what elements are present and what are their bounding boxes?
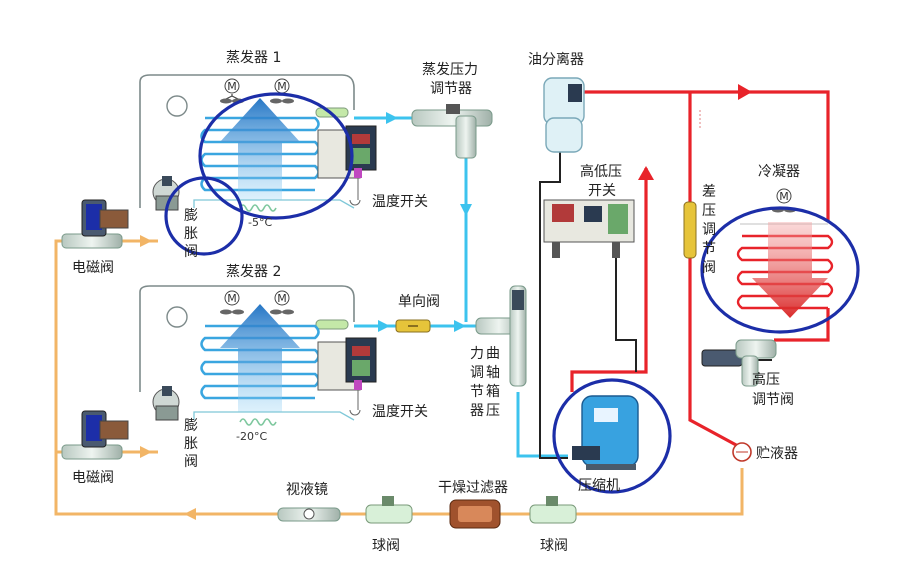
discharge-flow-arrows [638,84,752,180]
label-char: 器 [470,403,484,419]
differential-pressure-valve [683,201,697,259]
suction-flow-arrows [378,112,472,332]
fan-motor-letter: M [277,80,287,93]
heater-coil-1 [239,204,277,212]
receiver [732,442,752,462]
expansion-valve-2-label: 膨 胀 阀 [184,417,198,470]
condenser-label: 冷凝器 [758,164,800,180]
fan-motor-letter: M [227,80,237,93]
compressor [572,395,639,470]
highlight-condenser [700,206,860,334]
fan-icon [270,290,294,315]
label-char: 节 [702,241,716,257]
crankcase-regulator-label: 力 调 节 器 曲 轴 箱 压 [470,346,500,419]
evap-pressure-regulator [411,104,493,159]
high-pressure-regulating-valve [701,339,777,387]
label-char: 阀 [702,260,716,276]
sight-glass [277,507,341,522]
evaporator-2-housing [139,285,355,392]
label-char: 膨 [184,417,198,434]
label-char: 差 [702,184,716,200]
evaporator-1-airflow-arrow [220,98,300,200]
label-char: 曲 [486,346,500,362]
temp-minus20-label: -20°C [236,430,267,443]
temp-switch-2-label: 温度开关 [372,404,428,420]
evaporator-2-fans [220,290,294,315]
check-valve [395,319,431,333]
dryer-filter [449,499,501,529]
check-valve-label: 单向阀 [398,294,440,310]
expansion-valve-1-label: 膨 胀 阀 [184,207,198,260]
temp-switch-1-label: 温度开关 [372,194,428,210]
evaporator-1-label: 蒸发器 1 [226,50,281,66]
ball-valve-1-label: 球阀 [372,538,400,554]
evaporator-2-airflow-arrow [220,304,300,412]
label-char: 胀 [184,436,198,452]
hl-pressure-switch-label-l1: 高低压 [580,163,622,180]
evap-pressure-regulator-label-l1: 蒸发压力 [422,62,478,78]
temp-minus5-label: -5°C [248,216,272,229]
receiver-label: 贮液器 [756,446,798,462]
solenoid-valve-1-label: 电磁阀 [72,260,114,276]
highlight-evaporator-1 [198,92,354,220]
hl-pressure-switch-label-l2: 开关 [588,183,616,199]
ball-valve-1 [365,496,413,524]
expansion-valve-1 [152,176,180,211]
heater-coil-2 [239,418,277,426]
label-char: 轴 [486,365,500,381]
evap-pressure-regulator-label-l2: 调节器 [430,81,472,97]
highlight-compressor [552,378,672,494]
high-low-pressure-switch [543,199,635,258]
label-char: 阀 [184,454,198,470]
condenser: M [736,188,834,318]
label-char: 力 [470,346,484,362]
dryer-filter-label: 干燥过滤器 [438,480,508,496]
fan-icon [270,78,294,104]
fan-motor-letter: M [227,292,237,305]
ball-valve-2 [529,496,577,524]
expansion-valve-2 [152,386,180,421]
evaporator-2-label: 蒸发器 2 [226,264,281,280]
label-char: 压 [486,403,500,419]
diff-pressure-valve-label: 差 压 调 节 阀 [702,184,716,276]
fan-icon [220,290,244,315]
condenser-airflow-arrow [752,222,828,318]
high-pressure-regulator-label-l1: 高压 [752,371,780,388]
ball-valve-2-label: 球阀 [540,538,568,554]
label-char: 压 [702,203,716,219]
label-char: 阀 [184,244,198,260]
liquid-line [54,239,744,516]
compressor-label: 压缩机 [578,478,620,494]
label-char: 调 [702,222,716,238]
liquid-flow-arrows [140,235,196,520]
solenoid-valve-2-label: 电磁阀 [72,470,114,486]
label-char: 节 [470,384,484,400]
fan-motor-letter: M [779,190,789,203]
oil-separator [543,77,585,153]
temperature-switch-2 [317,337,377,416]
fan-motor-letter: M [277,292,287,305]
high-pressure-regulator-label-l2: 调节阀 [752,392,794,408]
highlight-expansion-valve [164,176,244,256]
label-char: 调 [470,365,484,381]
sight-glass-label: 视液镜 [286,482,328,498]
highlight-circles [164,92,860,494]
label-char: 膨 [184,207,198,224]
label-char: 箱 [486,384,500,400]
solenoid-valve-2 [61,410,129,460]
label-char: 胀 [184,226,198,242]
oil-separator-label: 油分离器 [528,51,584,68]
temperature-switch-1 [317,125,377,206]
oil-return-line [539,152,772,459]
solenoid-valve-1 [61,199,129,249]
crankcase-pressure-regulator [475,285,527,387]
